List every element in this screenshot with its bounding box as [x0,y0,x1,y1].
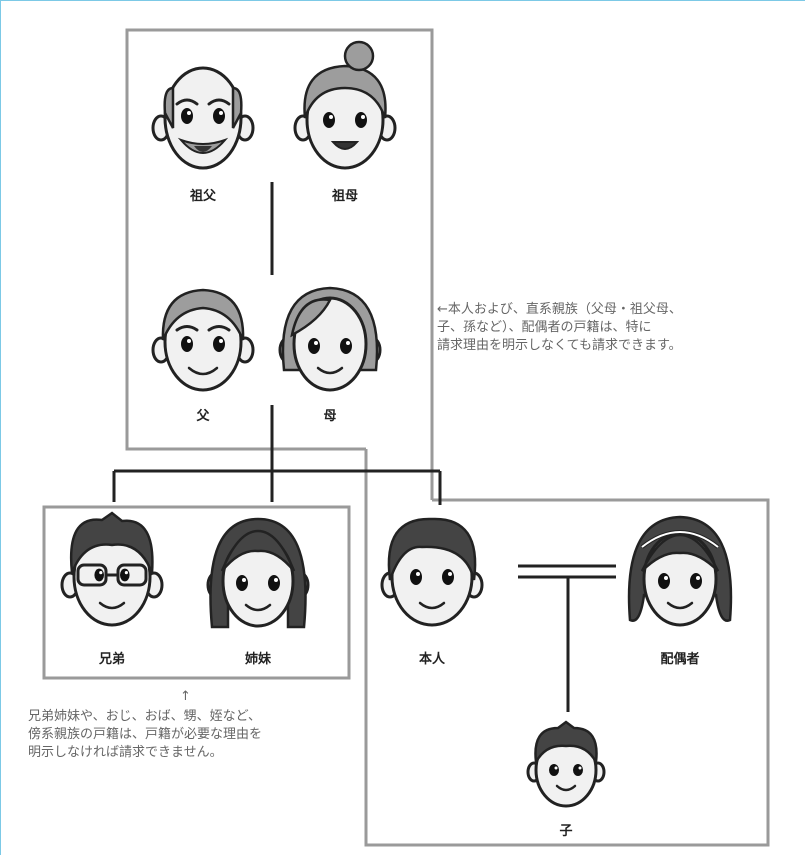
grandmother-icon [293,40,397,170]
grandfather-icon [151,66,255,170]
grandmother-label: 祖母 [331,189,358,204]
direct-family-box [125,28,434,500]
collateral-family-note: 兄弟姉妹や、おじ、おば、甥、姪など、 傍系親族の戸籍は、戸籍が必要な理由を 明示… [28,709,263,760]
self-family-box [364,449,770,847]
child-label: 子 [559,824,573,839]
mother-icon [278,286,382,392]
self-label: 本人 [418,652,445,667]
father-icon [151,288,255,392]
grandfather-label: 祖父 [189,189,216,204]
spouse-icon [627,515,733,627]
brother-label: 兄弟 [98,652,125,667]
child-icon [526,720,606,808]
brother-icon [60,511,164,627]
sister-label: 姉妹 [244,652,271,667]
direct-family-note: ←本人および、直系親族（父母・祖父母、 子、孫など）、配偶者の戸籍は、特に 請求… [437,302,682,353]
self-icon [380,517,484,627]
sister-icon [206,517,310,629]
father-label: 父 [196,409,210,424]
collateral-family-box [42,505,351,680]
collateral-arrow: ↑ [180,689,191,704]
mother-label: 母 [323,409,337,424]
spouse-label: 配偶者 [660,652,700,667]
